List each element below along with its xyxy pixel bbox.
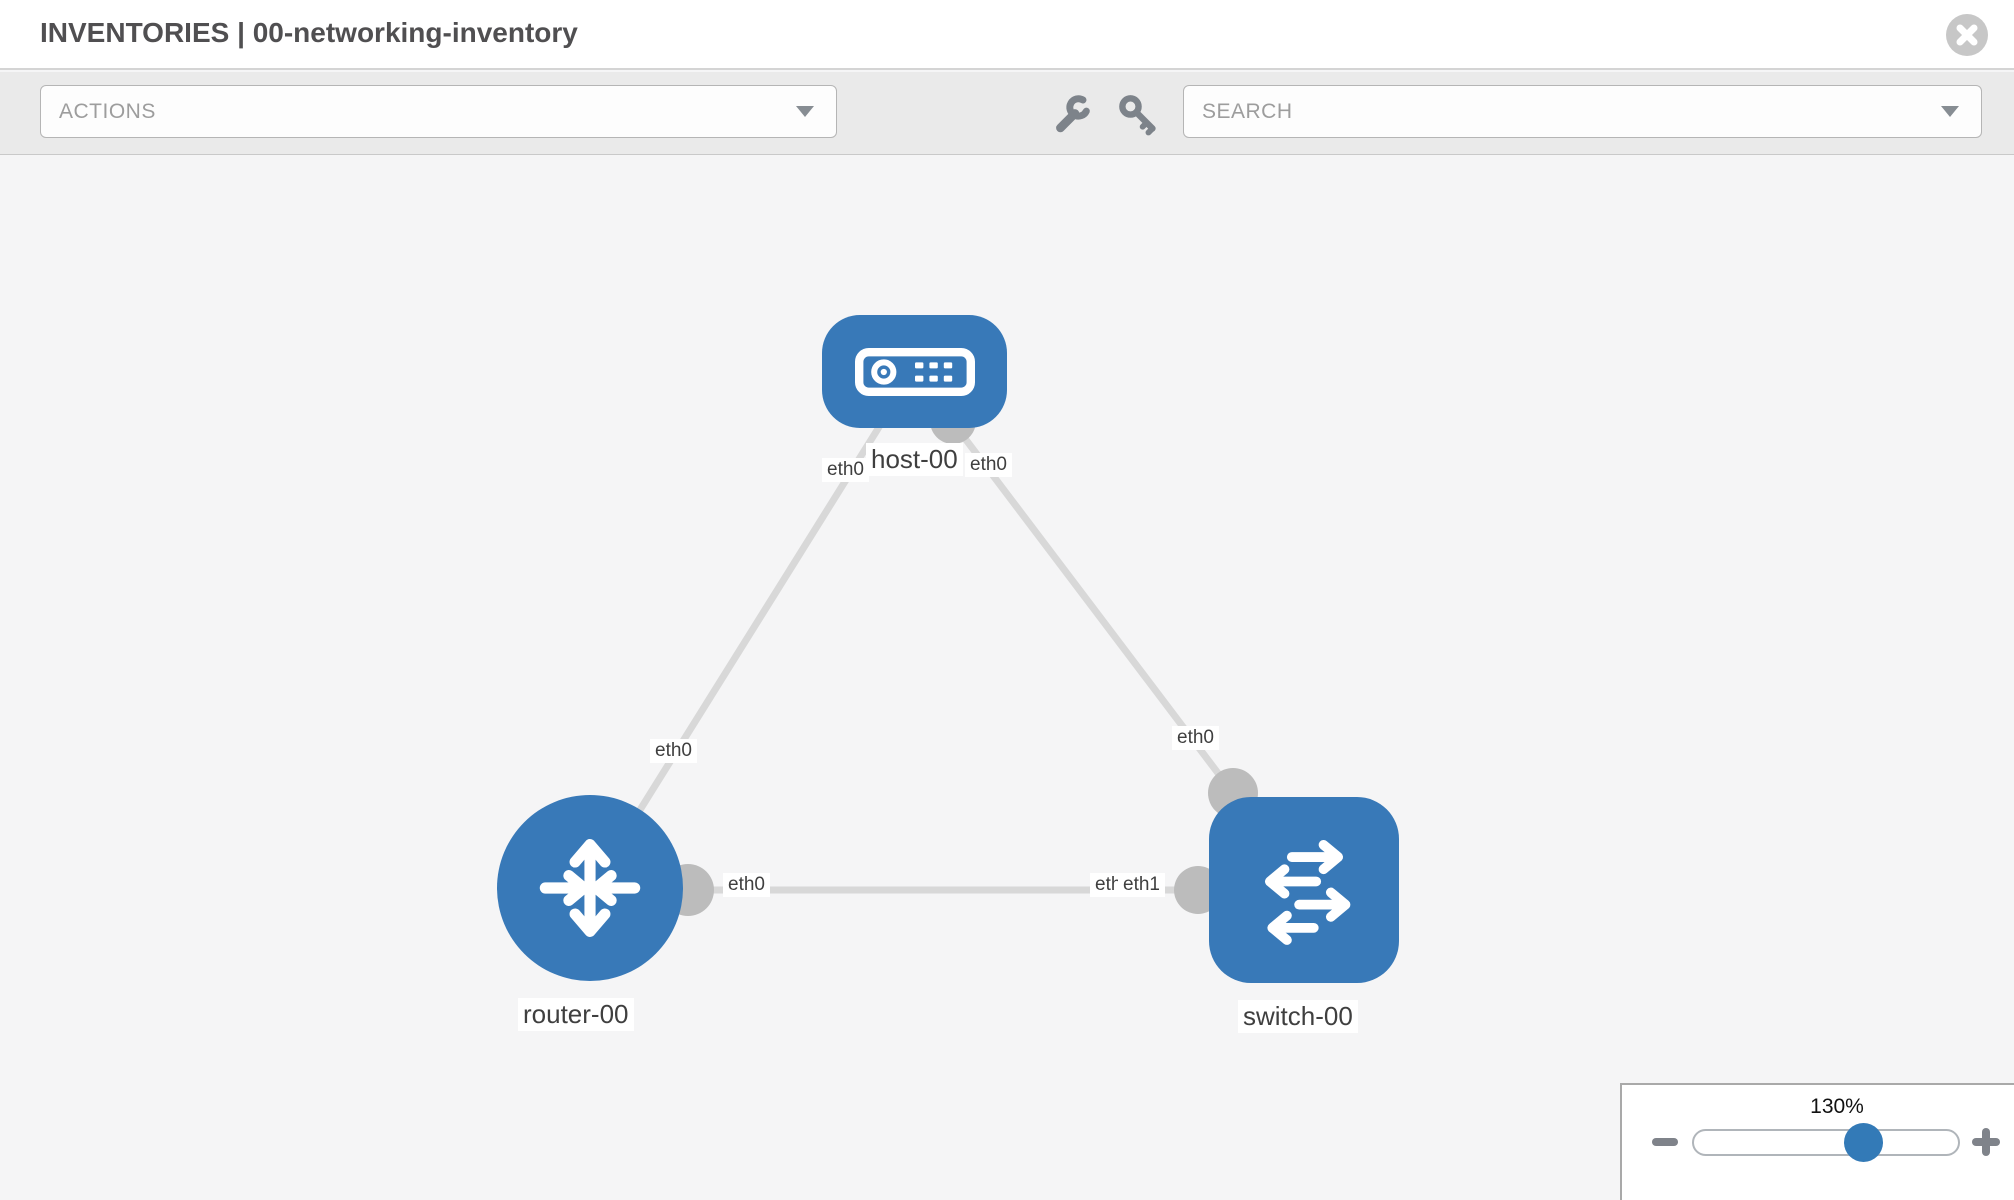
close-icon (1956, 24, 1978, 46)
link-host-switch (911, 368, 1236, 796)
interface-label-host-left: eth0 (822, 458, 869, 482)
switch-icon (1264, 839, 1351, 945)
topology-links-layer (587, 368, 1258, 916)
page-title: INVENTORIES | 00-networking-inventory (40, 17, 578, 48)
search-input[interactable]: SEARCH (1202, 99, 1293, 123)
interface-label-router-eth0: eth0 (723, 873, 770, 897)
actions-dropdown-label: ACTIONS (59, 99, 156, 123)
zoom-slider-thumb[interactable] (1844, 1123, 1883, 1162)
node-label-switch: switch-00 (1238, 1000, 1358, 1033)
chevron-down-icon (796, 106, 814, 117)
search-dropdown[interactable]: SEARCH (1183, 85, 1982, 138)
node-host-00[interactable] (822, 315, 1007, 428)
interface-label-switch-eth1: eth1 (1118, 873, 1165, 897)
host-icon (854, 347, 975, 396)
zoom-in-button[interactable] (1972, 1128, 2000, 1156)
interface-label-link-router: eth0 (650, 739, 697, 763)
chevron-down-icon (1941, 106, 1959, 117)
wrench-button[interactable] (1050, 92, 1094, 136)
link-host-router (587, 369, 917, 892)
node-label-host: host-00 (866, 443, 963, 476)
key-button[interactable] (1116, 92, 1160, 136)
toolbar: ACTIONS SEARCH (0, 72, 2014, 155)
router-icon (539, 839, 641, 937)
node-label-router: router-00 (518, 998, 634, 1031)
node-router-00[interactable] (497, 795, 683, 981)
topology-canvas[interactable]: host-00 router-00 switch-00 eth0 eth0 et… (0, 155, 2014, 1200)
key-icon (1119, 95, 1156, 136)
interface-label-link-switch: eth0 (1172, 726, 1219, 750)
zoom-control-panel: 130% (1620, 1083, 2014, 1200)
close-button[interactable] (1946, 14, 1988, 56)
zoom-out-button[interactable] (1652, 1138, 1678, 1146)
interface-label-host-right: eth0 (965, 453, 1012, 477)
header-bar: INVENTORIES | 00-networking-inventory (0, 0, 2014, 70)
node-switch-00[interactable] (1209, 797, 1399, 983)
plus-icon (1982, 1128, 1990, 1156)
zoom-slider-track[interactable] (1692, 1129, 1960, 1156)
zoom-level-readout: 130% (1810, 1095, 1864, 1118)
actions-dropdown[interactable]: ACTIONS (40, 85, 837, 138)
wrench-icon (1056, 95, 1090, 133)
